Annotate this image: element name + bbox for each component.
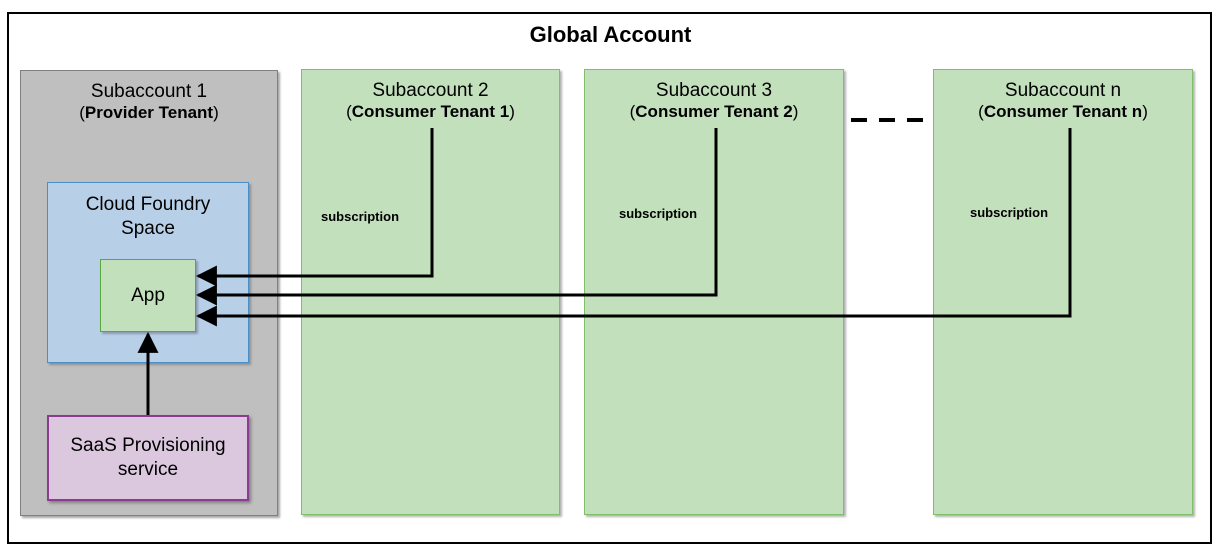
subaccount-n-role-close: ) [1142,102,1148,121]
subaccount-n-role: (Consumer Tenant n) [934,102,1192,122]
subscription-label-3: subscription [619,206,698,221]
saas-label-line1: SaaS Provisioning [70,435,226,456]
subaccount-2-box: Subaccount 2 (Consumer Tenant 1) [301,69,560,515]
saas-provisioning-service-box: SaaS Provisioning service [47,415,249,501]
subaccount-2-role-open: ( [346,102,352,121]
subaccount-2-title: Subaccount 2 [372,80,489,101]
subaccount-1-role: (Provider Tenant) [21,103,277,123]
subaccount-2-role-close: ) [509,102,515,121]
app-box: App [100,259,196,332]
cloud-foundry-label-line1: Cloud Foundry [85,194,211,215]
cloud-foundry-space-label: Cloud Foundry Space [48,193,248,241]
app-label: App [131,284,165,306]
subaccount-3-role-name: Consumer Tenant 2 [635,102,793,121]
cloud-foundry-label-line2: Space [121,218,175,239]
subaccount-n-role-open: ( [978,102,984,121]
subscription-label-n: subscription [970,205,1049,220]
subaccount-1-role-close: ) [213,103,219,122]
saas-label-line2: service [117,459,179,480]
saas-provisioning-label: SaaS Provisioning service [70,434,225,482]
subaccount-n-role-name: Consumer Tenant n [983,102,1143,121]
global-account-title: Global Account [529,22,692,47]
subaccount-2-role: (Consumer Tenant 1) [302,102,559,122]
subaccount-1-role-name: Provider Tenant [84,103,214,122]
subaccount-1-role-open: ( [79,103,85,122]
subaccount-n-box: Subaccount n (Consumer Tenant n) [933,69,1193,515]
subaccount-n-title: Subaccount n [1004,80,1122,101]
subaccount-1-title: Subaccount 1 [90,81,208,102]
subaccount-3-role-close: ) [792,102,799,121]
subaccount-3-role: (Consumer Tenant 2) [585,102,843,122]
subaccount-3-title: Subaccount 3 [655,80,773,101]
subscription-label-2: subscription [321,209,400,224]
subaccount-2-role-name: Consumer Tenant 1 [351,102,510,121]
subaccount-3-role-open: ( [629,102,636,121]
subaccount-3-box: Subaccount 3 (Consumer Tenant 2) [584,69,844,515]
